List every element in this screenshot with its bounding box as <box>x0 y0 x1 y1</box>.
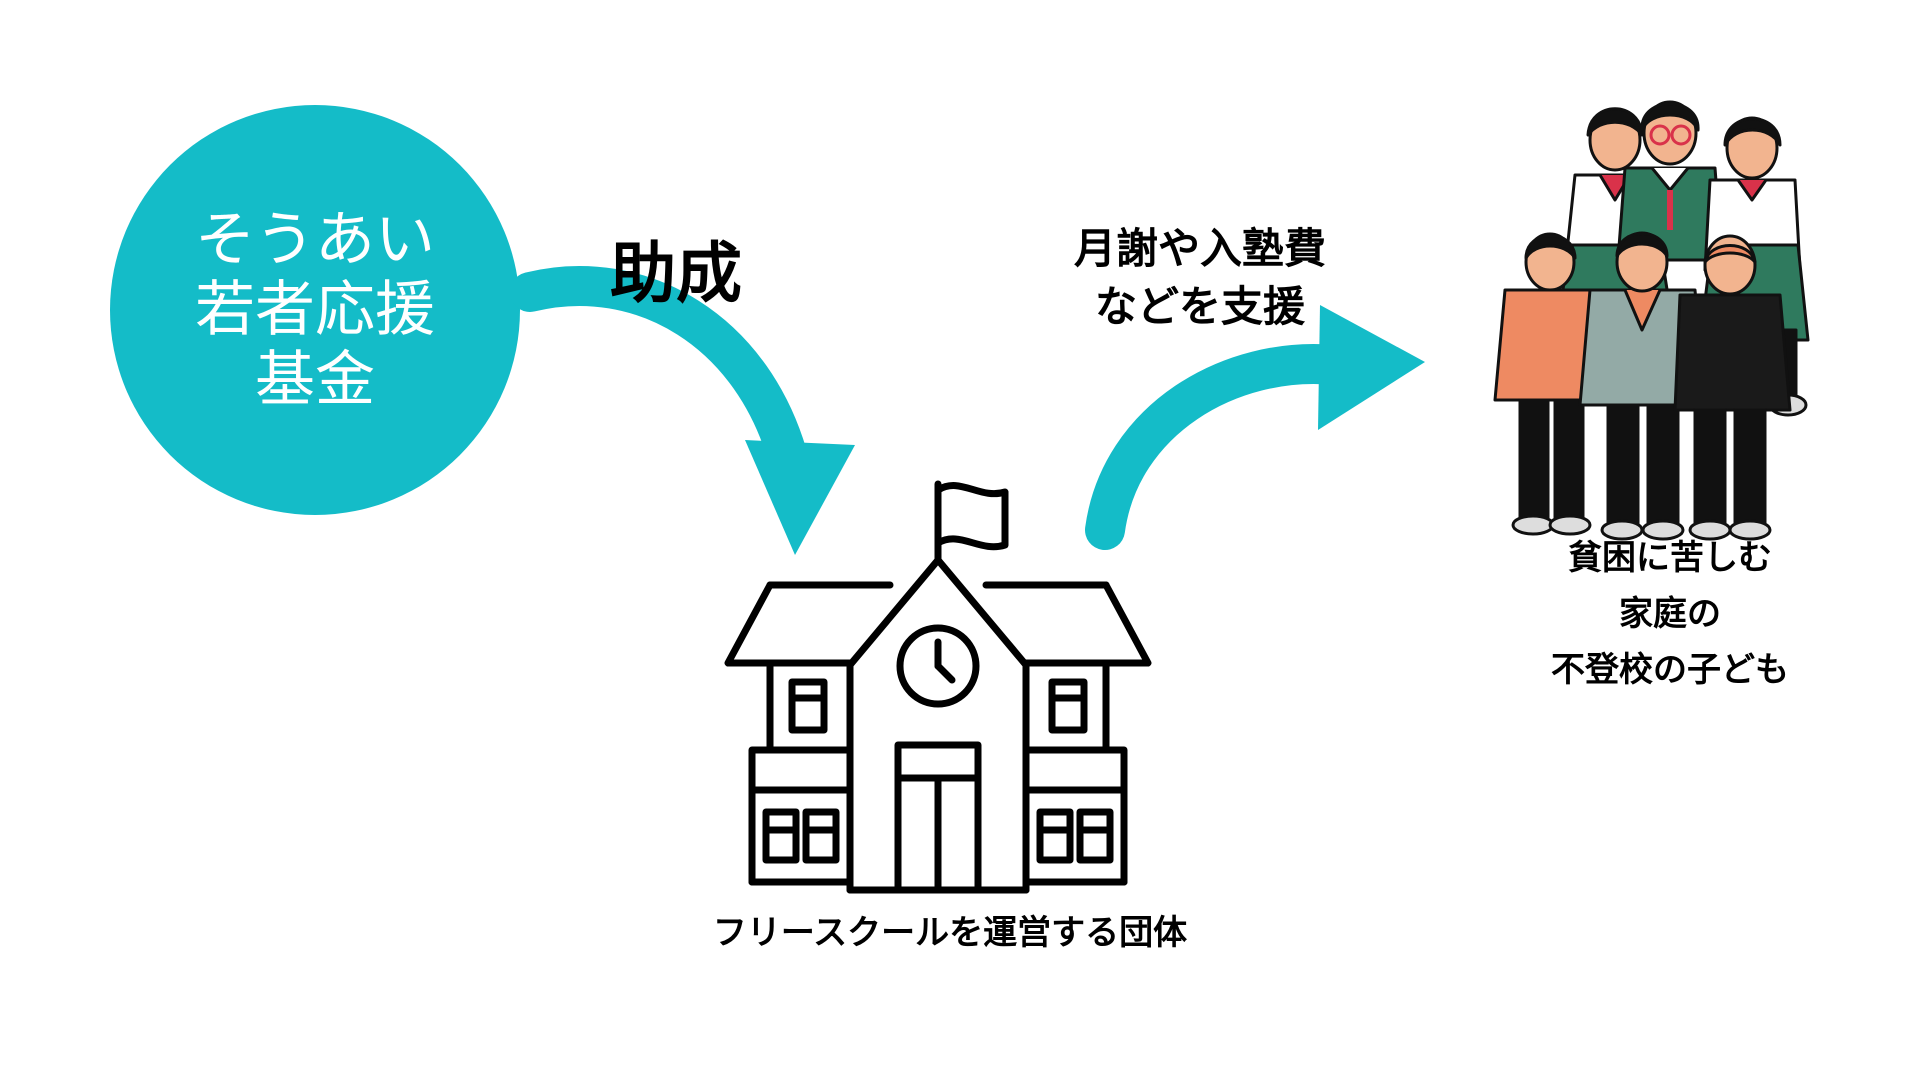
support-label-line-2: などを支援 <box>1094 282 1305 331</box>
student-figure <box>1673 234 1792 541</box>
children-label-line-1: 貧困に苦しむ <box>1568 538 1772 578</box>
children-label-line-3: 不登校の子ども <box>1551 650 1789 690</box>
grant-label: 助成 <box>610 235 742 312</box>
student-figure <box>1493 232 1607 536</box>
children-label-line-2: 家庭の <box>1619 594 1721 634</box>
fund-name-line-2: 若者応援 <box>195 275 435 345</box>
children-label: 貧困に苦しむ 家庭の 不登校の子ども <box>1490 530 1850 698</box>
school-label: フリースクールを運営する団体 <box>712 913 1188 953</box>
student-figure <box>1578 231 1707 541</box>
fund-name-line-3: 基金 <box>255 345 375 415</box>
grant-arrow <box>510 266 855 555</box>
fund-name: そうあい 若者応援 基金 <box>110 205 520 415</box>
support-label: 月謝や入塾費 などを支援 <box>1040 220 1360 336</box>
support-label-line-1: 月謝や入塾費 <box>1073 224 1326 273</box>
fund-name-line-1: そうあい <box>195 205 435 275</box>
support-arrow <box>1085 305 1425 550</box>
fund-circle: そうあい 若者応援 基金 <box>110 105 520 515</box>
